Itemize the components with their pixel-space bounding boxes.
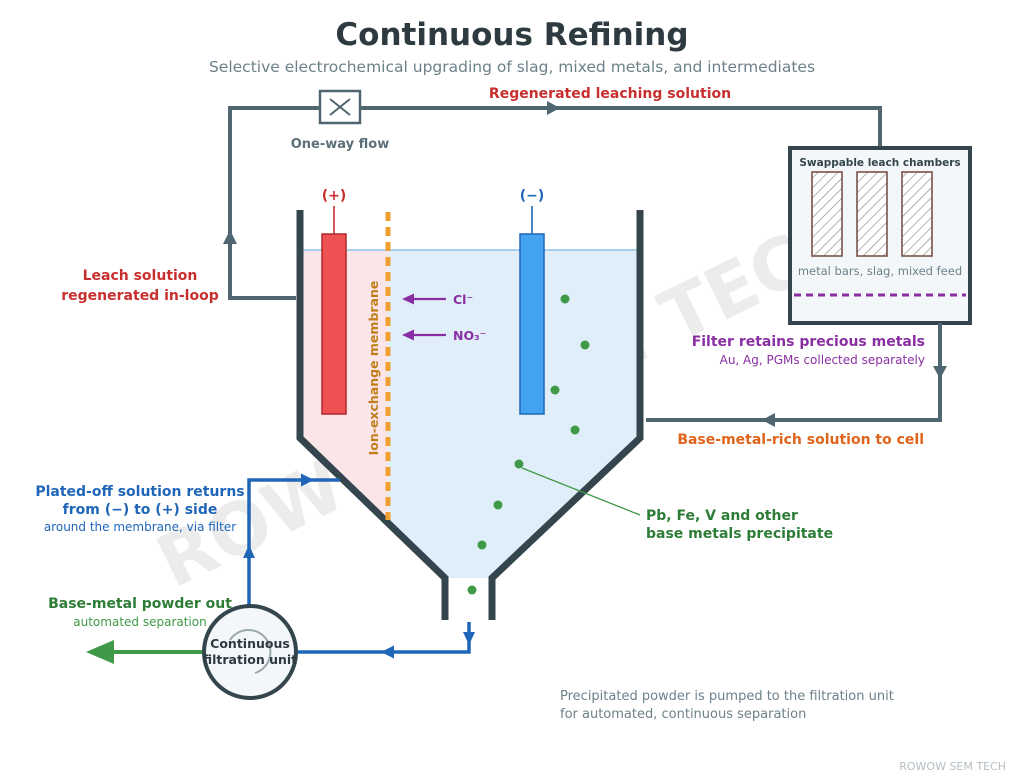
- filtration-unit: [202, 604, 298, 700]
- return-sublabel: around the membrane, via filter: [44, 520, 236, 534]
- precipitate-particle: [514, 459, 524, 469]
- corner-credit: ROWOW SEM TECH: [899, 760, 1006, 773]
- inlet-down-arrow: [933, 366, 947, 379]
- tank-wall-right: [488, 210, 644, 620]
- return-label-line2: from (−) to (+) side: [63, 502, 218, 518]
- drain-pipe: [297, 622, 471, 654]
- footnote-line1: Precipitated powder is pumped to the fil…: [560, 689, 894, 704]
- chloride-ion-arrow: [402, 293, 446, 305]
- return-label-line1: Plated-off solution returns: [35, 484, 244, 500]
- left-loop-label-line1: Leach solution: [83, 268, 198, 284]
- one-way-valve: [318, 89, 362, 125]
- regenerated-loop-pipe: [228, 106, 882, 300]
- leach-chamber-2: [856, 171, 888, 257]
- precipitate-particle: [570, 425, 580, 435]
- cathode-electrode: [519, 233, 545, 415]
- anode-electrode: [321, 233, 347, 415]
- valve-label: One-way flow: [291, 137, 389, 152]
- regenerated-loop-label: Regenerated leaching solution: [489, 86, 731, 102]
- drain-down-arrow: [463, 632, 475, 645]
- cathode-label: (−): [520, 188, 545, 204]
- filter-sublabel: Au, Ag, PGMs collected separately: [720, 353, 925, 367]
- leach-contents-label: metal bars, slag, mixed feed: [798, 264, 962, 278]
- leach-chamber-3: [901, 171, 933, 257]
- anode-label: (+): [322, 188, 347, 204]
- filtration-spin-icon: [229, 629, 272, 674]
- filtration-label-line1: Continuous: [210, 636, 290, 651]
- precipitate-particles: [467, 294, 590, 595]
- drain-left-arrow: [381, 645, 394, 659]
- nitrate-ion-arrow: [402, 329, 446, 341]
- left-loop-up-arrow: [223, 230, 237, 244]
- chloride-ion-label: Cl⁻: [453, 292, 473, 307]
- cell-inlet-pipe: [646, 323, 942, 422]
- precipitate-particle: [477, 540, 487, 550]
- precipitate-particle: [550, 385, 560, 395]
- leach-box-title: Swappable leach chambers: [799, 157, 960, 169]
- top-flow-arrow: [547, 101, 560, 115]
- membrane-label: Ion-exchange membrane: [366, 281, 381, 456]
- inlet-left-arrow: [762, 413, 775, 427]
- left-loop-label-line2: regenerated in-loop: [61, 288, 218, 304]
- filtration-label-line2: filtration unit: [203, 652, 297, 667]
- tank-wall-left: [296, 210, 449, 620]
- precipitate-label-line1: Pb, Fe, V and other: [646, 508, 798, 524]
- diagram-subtitle: Selective electrochemical upgrading of s…: [209, 58, 815, 76]
- return-up-arrow: [243, 545, 255, 558]
- nitrate-ion-label: NO₃⁻: [453, 328, 486, 343]
- powder-output-arrow: [86, 640, 114, 664]
- inlet-label: Base-metal-rich solution to cell: [677, 432, 924, 448]
- precipitate-label-line2: base metals precipitate: [646, 526, 833, 542]
- precipitate-particle: [580, 340, 590, 350]
- precipitate-callout-line: [521, 467, 641, 516]
- footnote-line2: for automated, continuous separation: [560, 707, 806, 722]
- precipitate-particle: [560, 294, 570, 304]
- filter-label: Filter retains precious metals: [692, 334, 925, 350]
- precipitate-particle: [467, 585, 477, 595]
- powder-output-label: Base-metal powder out: [48, 596, 232, 612]
- powder-output-sublabel: automated separation: [73, 615, 206, 629]
- return-right-arrow: [301, 473, 314, 487]
- diagram-title: Continuous Refining: [335, 17, 688, 53]
- leach-chamber-1: [811, 171, 843, 257]
- precipitate-particle: [493, 500, 503, 510]
